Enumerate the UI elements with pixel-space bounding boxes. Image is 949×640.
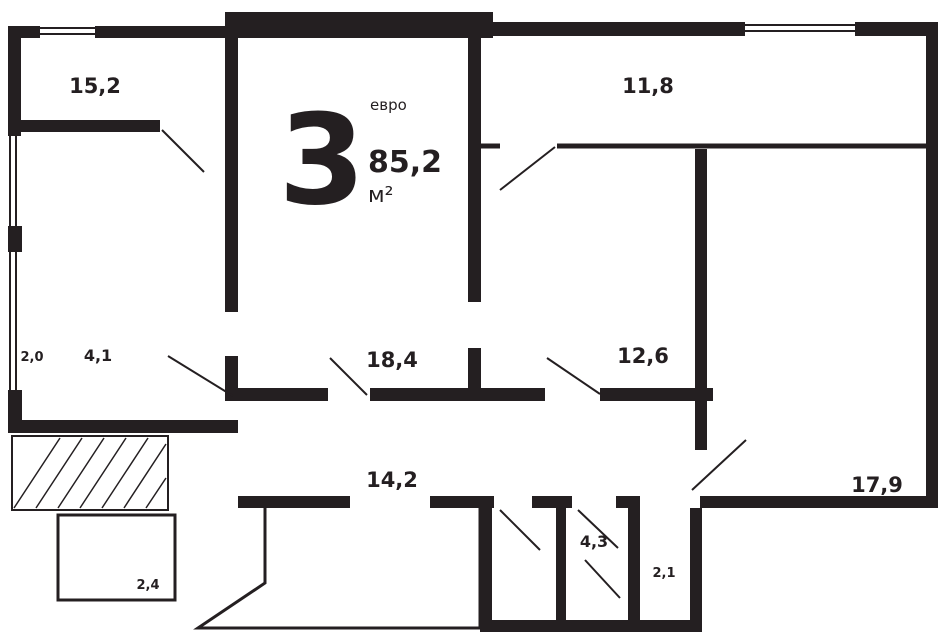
wc-area-label: 2,1 <box>652 566 675 581</box>
room-area-top-left: 15,2 <box>69 74 121 98</box>
hatched-balcony-border <box>11 435 169 511</box>
bottom-balcony-outline <box>193 508 482 630</box>
window-left-glazing <box>9 136 17 420</box>
apartment-area-unit: м² <box>368 183 393 208</box>
room-area-right: 17,9 <box>851 473 903 497</box>
left-small-balcony-outline <box>56 513 177 602</box>
apartment-info: 3 евро 85,2 м² <box>279 88 443 233</box>
room-area-top-right: 11,8 <box>622 74 674 98</box>
bathroom-area-label: 4,3 <box>580 532 608 551</box>
balcony-hatching <box>13 437 167 509</box>
window-top-right <box>745 24 855 32</box>
room-area-mid-right: 12,6 <box>617 344 669 368</box>
room-area-center: 18,4 <box>366 348 418 372</box>
wall-segments <box>8 12 938 632</box>
windows <box>9 24 855 420</box>
hallway-area-label: 14,2 <box>366 468 418 492</box>
balcony-area-label: 2,4 <box>136 578 159 593</box>
apartment-area-value: 85,2 <box>368 145 442 180</box>
apartment-type-label: евро <box>370 96 407 114</box>
door-swings <box>161 129 747 599</box>
left-dimension-b: 4,1 <box>84 346 112 365</box>
left-dimension-a: 2,0 <box>20 350 43 365</box>
door-swing-lines <box>161 129 747 599</box>
balcony-outlines <box>11 435 482 630</box>
walls <box>8 12 938 632</box>
window-top-left <box>40 27 95 35</box>
room-area-labels: 15,2 11,8 18,4 12,6 17,9 14,2 4,3 2,1 2,… <box>20 74 902 593</box>
apartment-rooms-count: 3 <box>279 88 366 233</box>
